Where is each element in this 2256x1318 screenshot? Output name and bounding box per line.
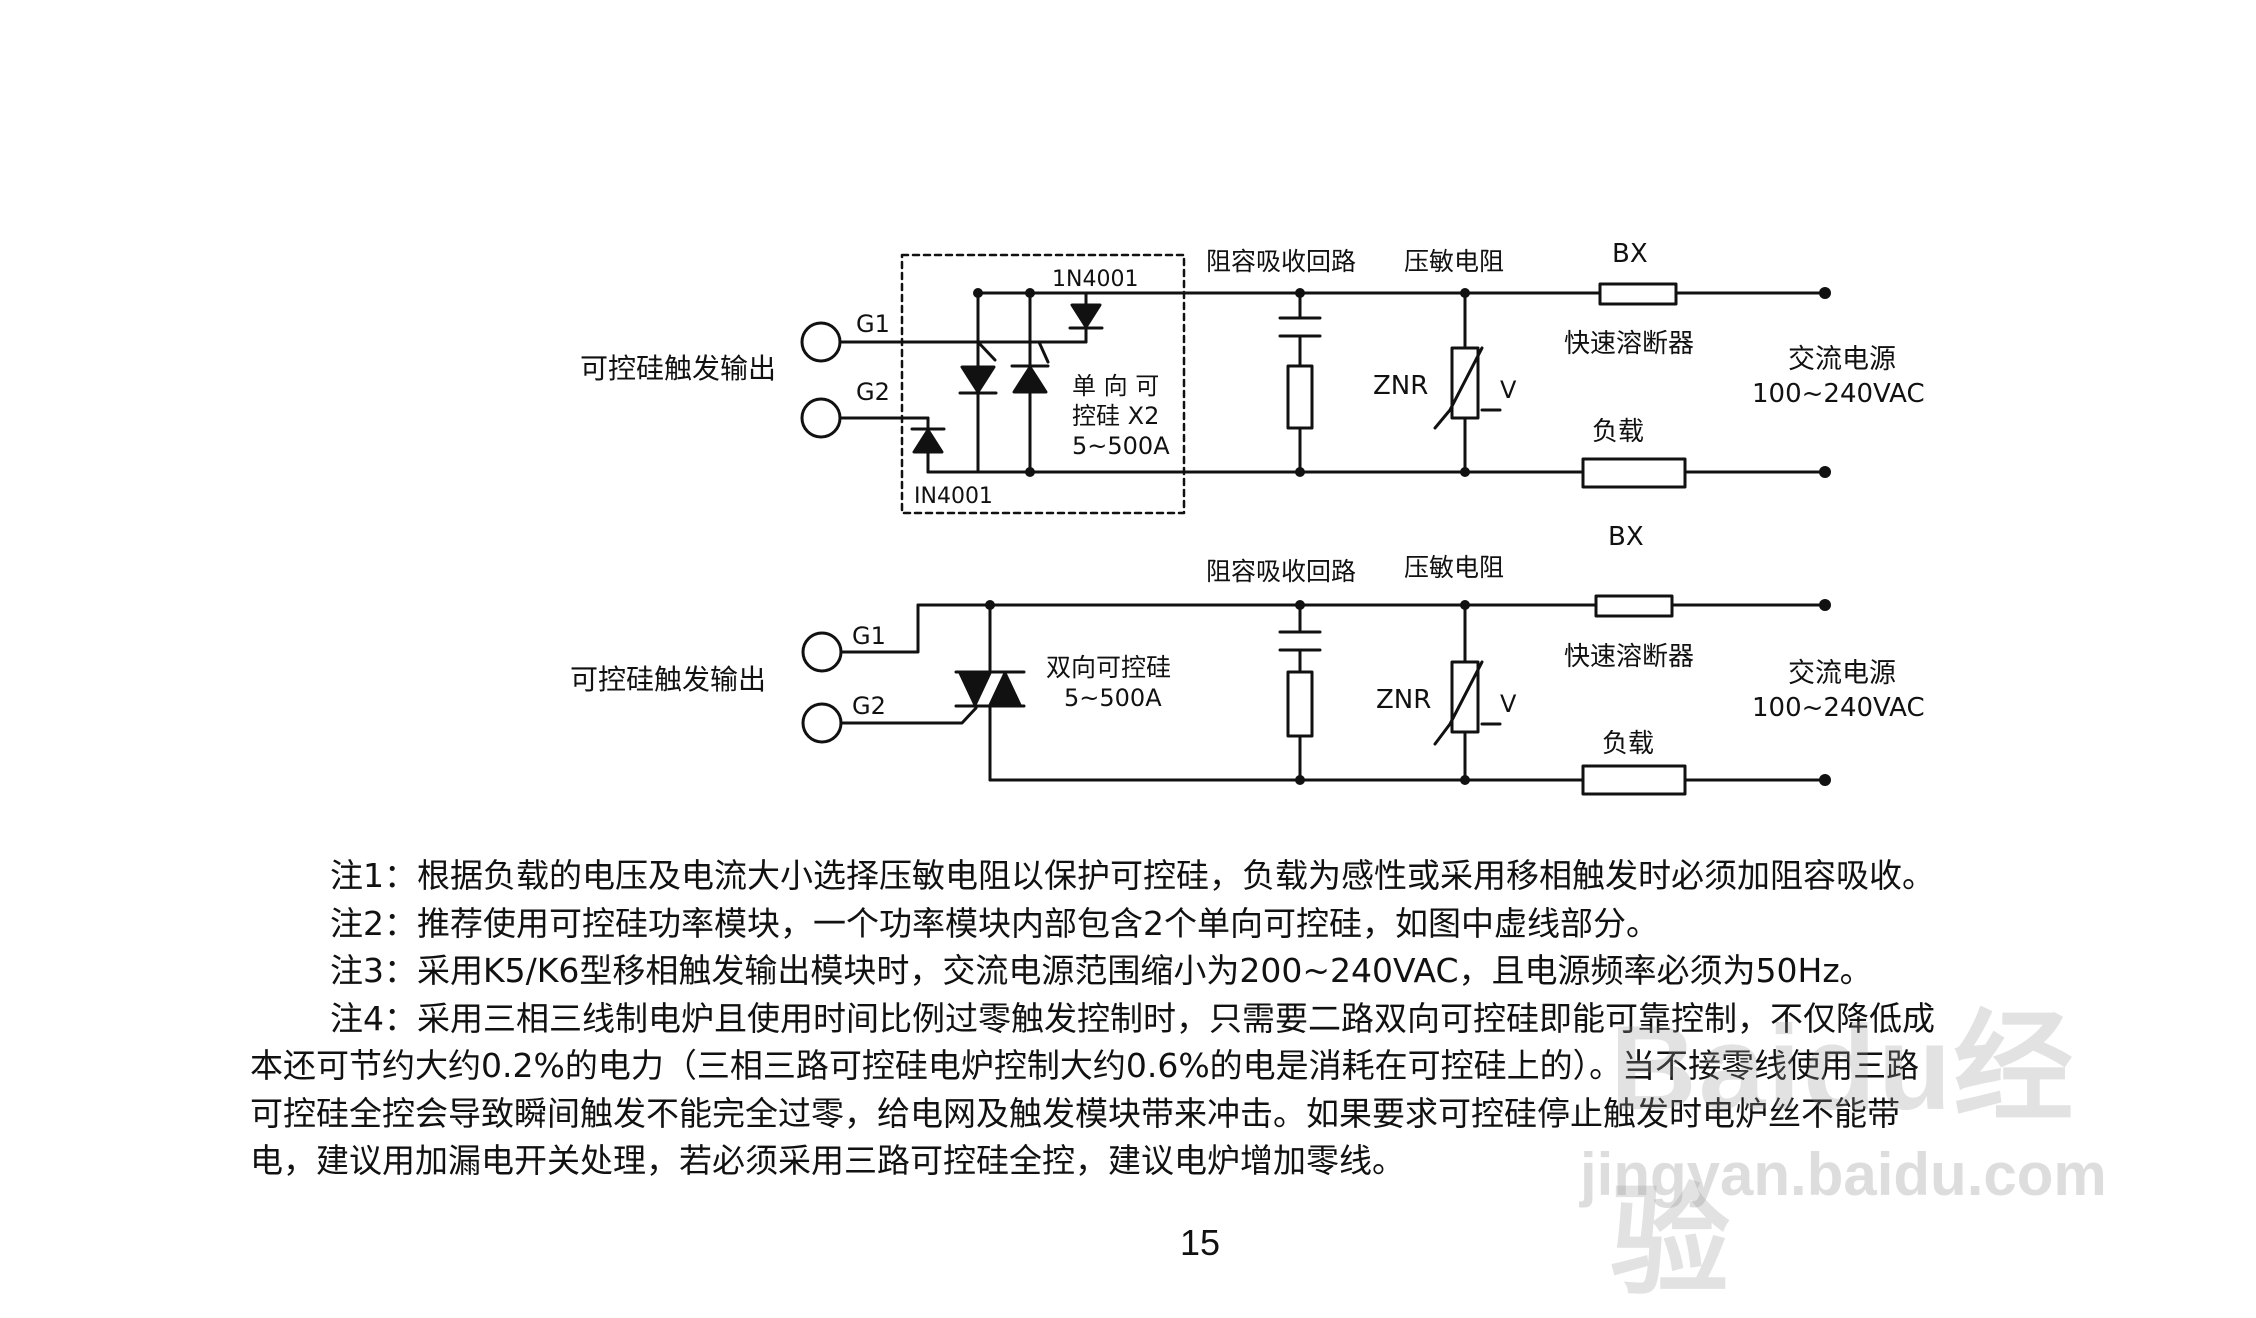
bottom-v-label: V bbox=[1500, 690, 1517, 718]
watermark-url: jingyan.baidu.com bbox=[1580, 1141, 2107, 1208]
top-ac-range-label: 100~240VAC bbox=[1752, 379, 1925, 409]
bottom-g2-terminal bbox=[801, 702, 843, 744]
bottom-fuse-label: BX bbox=[1608, 522, 1644, 552]
top-znr-label: ZNR bbox=[1373, 371, 1428, 401]
bottom-g2-label: G2 bbox=[852, 692, 886, 720]
page-number: 15 bbox=[1180, 1222, 1221, 1263]
top-trigger-output-label: 可控硅触发输出 bbox=[580, 352, 776, 385]
top-module-label-3: 5~500A bbox=[1072, 432, 1170, 460]
top-g2-label: G2 bbox=[856, 378, 890, 406]
top-module-label-2: 控硅 X2 bbox=[1072, 402, 1159, 430]
top-load-label: 负载 bbox=[1592, 417, 1644, 447]
bottom-circuit-wiring bbox=[801, 603, 1827, 782]
top-varistor-icon bbox=[1433, 346, 1502, 430]
bottom-snubber-label: 阻容吸收回路 bbox=[1206, 557, 1356, 586]
top-diode-bottom-label: IN4001 bbox=[914, 484, 993, 509]
top-snubber-capacitor-icon bbox=[1278, 316, 1322, 338]
bottom-triac-icon bbox=[954, 670, 1026, 708]
bottom-snubber-capacitor-icon bbox=[1278, 630, 1322, 652]
note-4-line-1: 注4：采用三相三线制电炉且使用时间比例过零触发控制时，只需要二路双向可控硅即能可… bbox=[330, 998, 1935, 1038]
note-4-line-3: 可控硅全控会导致瞬间触发不能完全过零，给电网及触发模块带来冲击。如果要求可控硅停… bbox=[250, 1093, 1900, 1133]
baidu-watermark: Baidu经验 jingyan.baidu.com bbox=[1580, 970, 2160, 1309]
top-fuse-label: BX bbox=[1612, 239, 1648, 269]
note-2: 注2：推荐使用可控硅功率模块，一个功率模块内部包含2个单向可控硅，如图中虚线部分… bbox=[330, 903, 1659, 943]
top-g1-label: G1 bbox=[856, 310, 890, 338]
top-v-label: V bbox=[1500, 376, 1517, 404]
top-g2-terminal bbox=[800, 397, 842, 439]
top-scr-right-icon bbox=[1012, 365, 1048, 394]
top-module-label-1: 单 向 可 bbox=[1072, 372, 1159, 400]
top-scr-left-icon bbox=[960, 365, 996, 394]
note-4-line-4: 电，建议用加漏电开关处理，若必须采用三路可控硅全控，建议电炉增加零线。 bbox=[250, 1141, 1405, 1180]
bottom-snubber-resistor-icon bbox=[1286, 670, 1314, 738]
top-diode-in4001-icon bbox=[912, 428, 944, 454]
bottom-load-icon bbox=[1581, 764, 1687, 796]
top-module-boundary bbox=[900, 253, 1186, 515]
note-3: 注3：采用K5/K6型移相触发输出模块时，交流电源范围缩小为200~240VAC… bbox=[330, 951, 1873, 990]
top-snubber-label: 阻容吸收回路 bbox=[1206, 247, 1356, 276]
bottom-varistor-label: 压敏电阻 bbox=[1404, 553, 1504, 582]
bottom-fuse-icon bbox=[1594, 594, 1674, 618]
bottom-g1-label: G1 bbox=[852, 622, 886, 650]
watermark-logo: Baidu经验 bbox=[1610, 1001, 2076, 1309]
note-4-line-2: 本还可节约大约0.2%的电力（三相三路可控硅电炉控制大约0.6%的电是消耗在可控… bbox=[250, 1046, 1920, 1085]
bottom-varistor-icon bbox=[1433, 660, 1502, 746]
bottom-g1-terminal bbox=[801, 631, 843, 673]
top-g1-terminal bbox=[800, 321, 842, 363]
bottom-triac-label-2: 5~500A bbox=[1064, 684, 1162, 712]
note-1: 注1：根据负载的电压及电流大小选择压敏电阻以保护可控硅，负载为感性或采用移相触发… bbox=[330, 856, 1935, 895]
bottom-triac-label-1: 双向可控硅 bbox=[1046, 653, 1171, 682]
top-ac-source-label: 交流电源 bbox=[1788, 344, 1896, 375]
top-snubber-resistor-icon bbox=[1286, 364, 1314, 430]
bottom-znr-label: ZNR bbox=[1376, 685, 1431, 715]
top-diode-top-label: 1N4001 bbox=[1052, 267, 1138, 292]
top-varistor-label: 压敏电阻 bbox=[1404, 247, 1504, 276]
bottom-ac-range-label: 100~240VAC bbox=[1752, 693, 1925, 723]
top-diode-1n4001-icon bbox=[1070, 303, 1102, 329]
notes-section: 注1：根据负载的电压及电流大小选择压敏电阻以保护可控硅，负载为感性或采用移相触发… bbox=[250, 852, 2190, 1185]
bottom-trigger-output-label: 可控硅触发输出 bbox=[570, 663, 766, 696]
bottom-load-label: 负载 bbox=[1602, 729, 1654, 759]
top-fuse-icon bbox=[1598, 282, 1678, 306]
bottom-ac-source-label: 交流电源 bbox=[1788, 658, 1896, 689]
top-load-icon bbox=[1581, 457, 1687, 489]
top-fuse-name: 快速溶断器 bbox=[1564, 329, 1694, 359]
bottom-fuse-name: 快速溶断器 bbox=[1564, 642, 1694, 672]
